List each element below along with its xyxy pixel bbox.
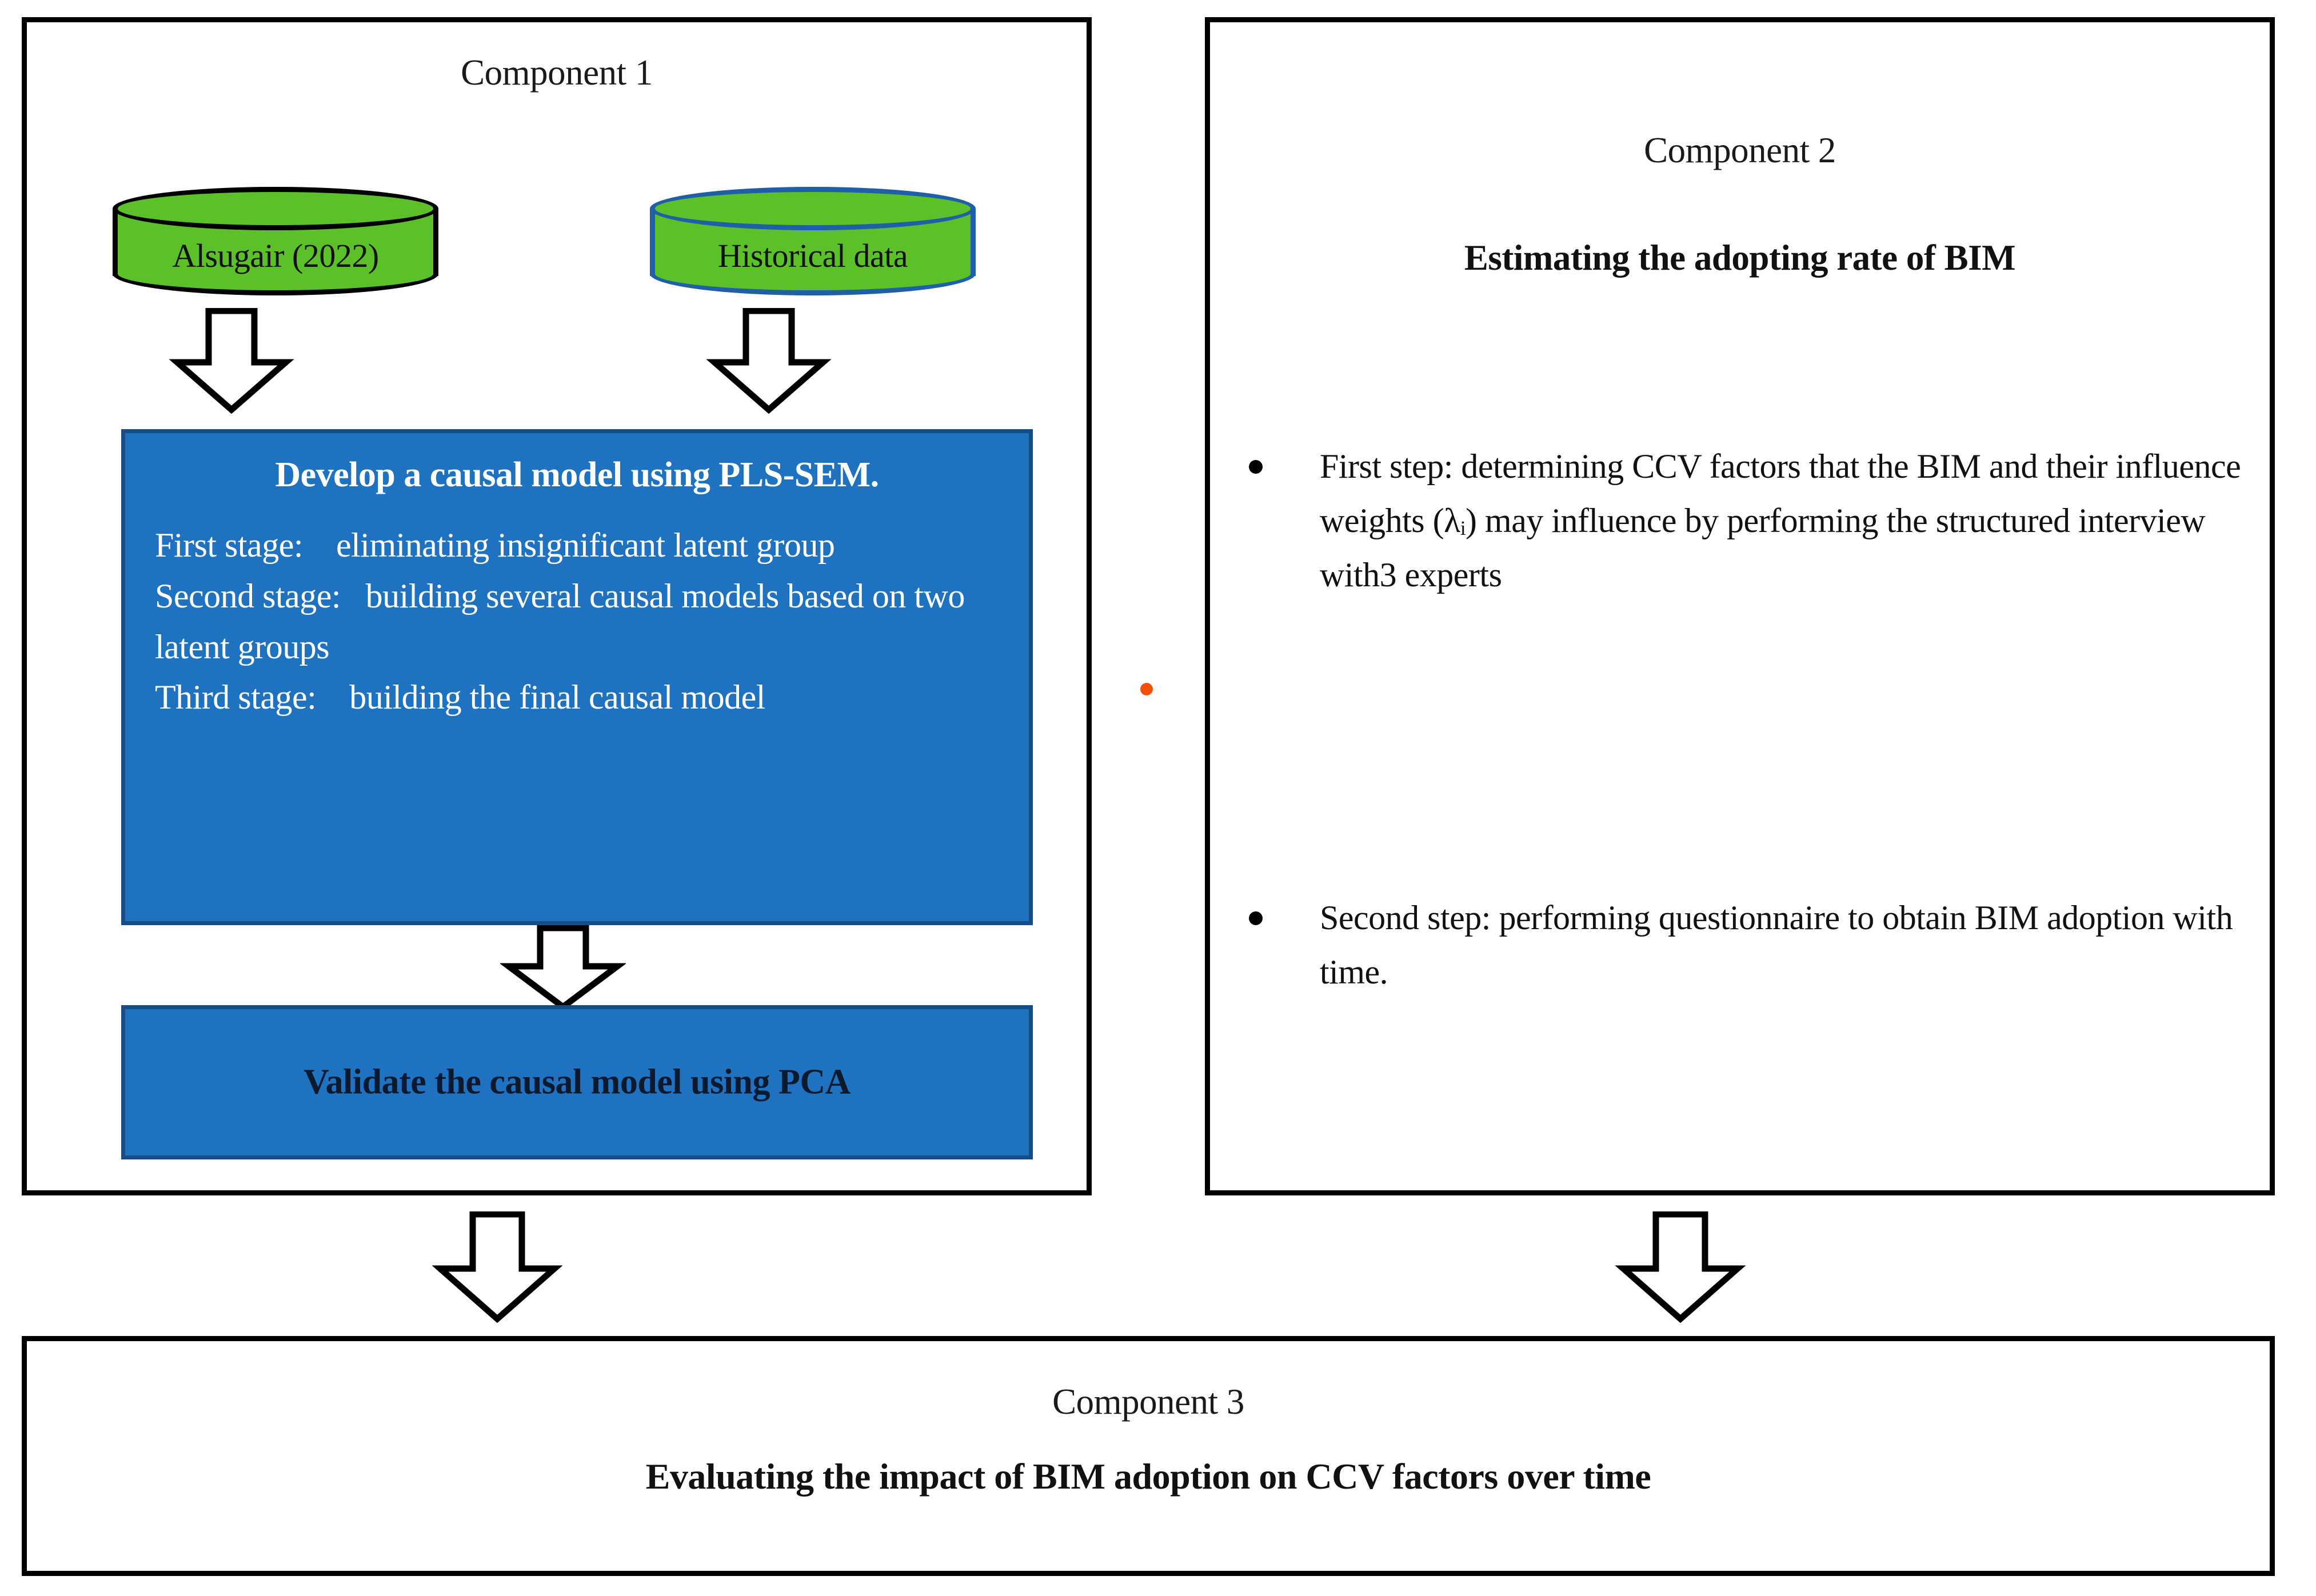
step-text: First step: determining CCV factors that… — [1320, 447, 2241, 594]
stage-list: First stage: eliminating insignificant l… — [155, 520, 1013, 723]
component-2-panel: Component 2 Estimating the adopting rate… — [1205, 17, 2275, 1195]
bullet-dot-icon — [1249, 460, 1263, 474]
stage-line-first: First stage: eliminating insignificant l… — [155, 526, 835, 564]
cylinder-top-ellipse — [113, 187, 438, 230]
component-2-title: Component 2 — [1644, 130, 1836, 170]
down-block-arrow-icon — [432, 1211, 563, 1323]
orange-dot-artifact — [1140, 683, 1153, 695]
component-3-title: Component 3 — [1052, 1382, 1244, 1422]
validate-causal-model-box: Validate the causal model using PCA — [121, 1005, 1033, 1159]
data-source-alsugair: Alsugair (2022) — [113, 187, 438, 295]
develop-causal-model-box: Develop a causal model using PLS-SEM. Fi… — [121, 429, 1033, 925]
list-item: Second step: performing questionnaire to… — [1237, 891, 2255, 999]
down-block-arrow-icon — [1615, 1211, 1746, 1323]
component-2-subtitle: Estimating the adopting rate of BIM — [1464, 238, 2016, 278]
stage-line-third: Third stage: building the final causal m… — [155, 678, 765, 717]
down-block-arrow-icon — [706, 308, 832, 414]
validate-causal-model-label: Validate the causal model using PCA — [304, 1062, 850, 1102]
develop-causal-model-heading: Develop a causal model using PLS-SEM. — [275, 455, 879, 494]
stage-line-second: Second stage: building several causal mo… — [155, 577, 973, 666]
down-block-arrow-icon — [500, 925, 626, 1011]
step-text: Second step: performing questionnaire to… — [1320, 899, 2233, 991]
data-source-label: Alsugair (2022) — [172, 237, 379, 274]
bullet-dot-icon — [1249, 911, 1263, 925]
component-3-subtitle: Evaluating the impact of BIM adoption on… — [645, 1456, 1651, 1497]
component-1-title: Component 1 — [461, 53, 653, 93]
component-1-panel: Component 1 Alsugair (2022) Historical d… — [22, 17, 1092, 1195]
component-3-panel: Component 3 Evaluating the impact of BIM… — [22, 1336, 2275, 1576]
list-item: First step: determining CCV factors that… — [1237, 439, 2255, 602]
cylinder-top-ellipse — [650, 187, 976, 230]
data-source-label: Historical data — [717, 237, 908, 274]
data-source-historical-data: Historical data — [650, 187, 976, 295]
down-block-arrow-icon — [169, 308, 294, 414]
